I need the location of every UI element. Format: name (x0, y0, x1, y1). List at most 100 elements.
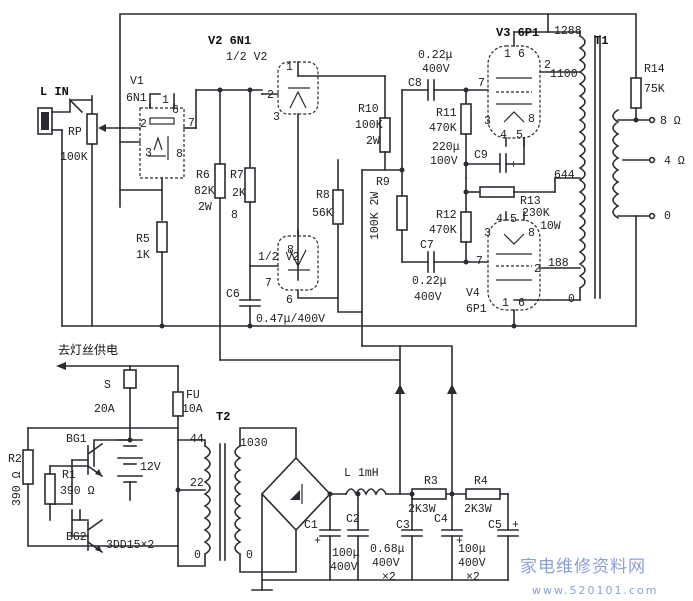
v1-type: 6N1 (126, 92, 147, 105)
switch-s (123, 365, 137, 441)
r7-value: 2K (232, 187, 246, 200)
resistor-r9 (361, 169, 408, 347)
watermark-text: 家电维修资料网 (520, 557, 646, 577)
v3-pin-5: 5 (516, 129, 523, 142)
r2-label: R2 (8, 453, 22, 466)
t2-label: T2 (216, 410, 230, 424)
c5-value: 100μ (458, 543, 486, 556)
v2-pin-7: 7 (265, 277, 272, 290)
v4-pin-8: 8 (528, 227, 535, 240)
transformer-t1 (547, 31, 620, 301)
v2-pin-8: 8 (287, 244, 294, 257)
v4-pin-2: 2 (534, 263, 541, 276)
battery-12v (117, 439, 143, 501)
c8-value: 0.22μ (418, 49, 453, 62)
filament-label: 去灯丝供电 (58, 343, 118, 357)
t2-22: 22 (190, 477, 204, 490)
r13-label: R13 (520, 195, 541, 208)
ground-icon (251, 579, 273, 591)
v4-type: 6P1 (466, 303, 487, 316)
v2-half-top: 1/2 V2 (226, 51, 268, 64)
c5-plus: + (512, 519, 519, 532)
r7-label: R7 (230, 169, 244, 182)
r11-value: 470K (429, 122, 457, 135)
resistor-r12 (460, 177, 472, 263)
r3-label: R3 (424, 475, 438, 488)
capacitor-c9 (465, 137, 525, 173)
c12-value: 100μ (332, 547, 360, 560)
r8-label: R8 (316, 189, 330, 202)
l-label: L (344, 467, 351, 480)
out-8ohm: 8 Ω (660, 115, 681, 128)
r9-value: 100K 2W (369, 192, 382, 240)
c9-plus: + (510, 159, 517, 172)
resistor-r5 (156, 221, 168, 327)
bg1-label: BG1 (66, 433, 87, 446)
t1-0: 0 (568, 293, 575, 306)
v2-pin-1: 1 (286, 61, 293, 74)
filament-supply-line (56, 362, 179, 393)
transistor-bg2 (71, 509, 104, 554)
input-jack (37, 98, 84, 327)
v3-pin-7: 7 (478, 77, 485, 90)
r1-label: R1 (62, 469, 76, 482)
watermark-url: www.520101.com (532, 584, 658, 597)
r13-watt: 10W (540, 220, 561, 233)
c7-voltage: 400V (414, 291, 442, 304)
v3-pin-2: 2 (544, 59, 551, 72)
transformer-t2 (177, 427, 297, 573)
capacitor-c6 (239, 265, 261, 327)
resistor-r6 (195, 89, 263, 361)
v2-pin-3: 3 (273, 111, 280, 124)
junctions (127, 87, 639, 497)
r13-value: 230K (522, 207, 550, 220)
c1-plus: + (314, 535, 321, 548)
r2-value: 390 Ω (11, 471, 24, 506)
c6-value: 0.47μ/400V (256, 313, 325, 326)
r6-value: 82K (194, 185, 215, 198)
v4-pin-7: 7 (476, 255, 483, 268)
tube-v4 (487, 211, 556, 327)
v3-pin-8: 8 (528, 113, 535, 126)
v1-pin-8: 8 (176, 148, 183, 161)
bg2-label: BG2 (66, 531, 87, 544)
v2-pin-2: 2 (267, 89, 274, 102)
r12-label: R12 (436, 209, 457, 222)
v3-pin-1: 1 (504, 48, 511, 61)
c7-label: C7 (420, 239, 434, 252)
c12-voltage: 400V (330, 561, 358, 574)
v1-pin-3: 3 (145, 147, 152, 160)
c4-plus: + (456, 535, 463, 548)
r10-value: 100K (355, 119, 383, 132)
r5-label: R5 (136, 233, 150, 246)
t2-1030: 1030 (240, 437, 268, 450)
c9-label: C9 (474, 149, 488, 162)
t1-1100: 1100 (550, 68, 578, 81)
v2-pin-6: 6 (286, 294, 293, 307)
v4-pin-5: 5 (510, 213, 517, 226)
tube-v1 (119, 93, 197, 221)
t1-644: 644 (554, 169, 575, 182)
c5-label: C5 (488, 519, 502, 532)
resistor-r1 (44, 465, 89, 521)
out-4ohm: 4 Ω (664, 155, 685, 168)
resistor-r8 (332, 159, 344, 225)
r3-value: 2K3W (408, 503, 436, 516)
input-label: L IN (40, 85, 69, 99)
v4-pin-6: 6 (518, 297, 525, 310)
v4-pin-1: 1 (502, 297, 509, 310)
resistor-r4 (465, 488, 509, 500)
v2-title: V2 6N1 (208, 34, 251, 48)
s-value: 20A (94, 403, 115, 416)
r8-value: 56K (312, 207, 333, 220)
bg-type: 3DD15×2 (106, 539, 154, 552)
v3-pin-3: 3 (484, 115, 491, 128)
capacitor-c7 (401, 251, 489, 273)
fuse-fu (172, 391, 184, 441)
c5-voltage: 400V (458, 557, 486, 570)
v1-pin-6: 6 (172, 104, 179, 117)
top-rail (119, 13, 637, 208)
r11-label: R11 (436, 107, 457, 120)
r14-label: R14 (644, 63, 665, 76)
t2-0b: 0 (246, 549, 253, 562)
